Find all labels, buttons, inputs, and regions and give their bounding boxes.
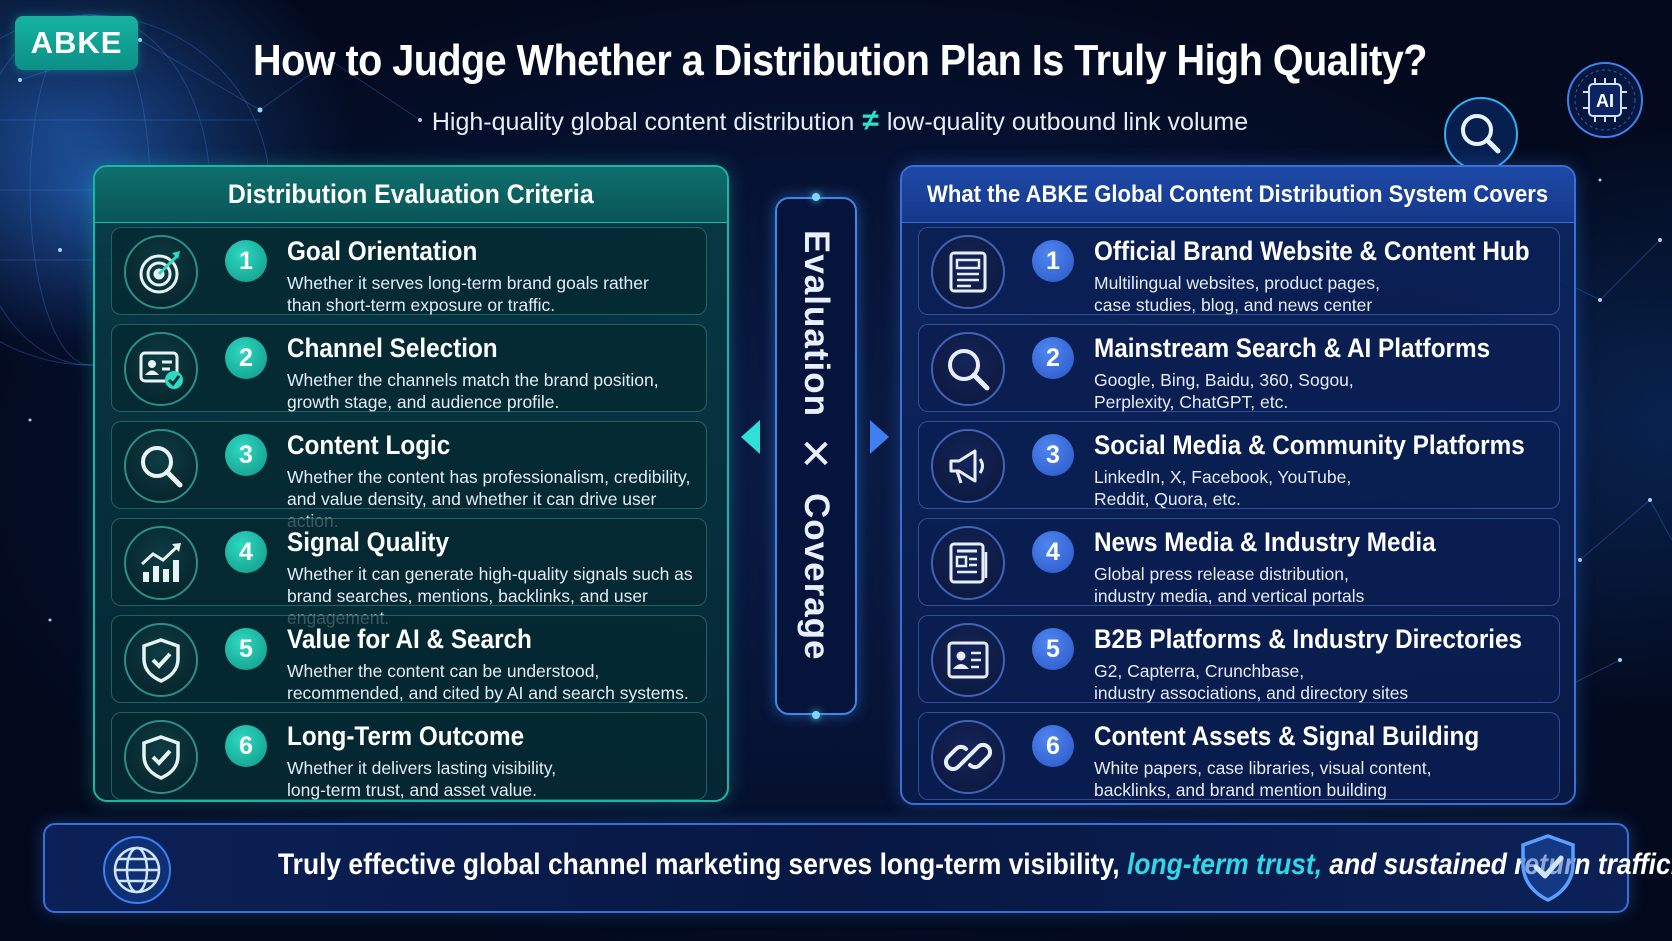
coverage-title: B2B Platforms & Industry Directories [1094,624,1523,654]
search-icon [931,332,1005,406]
page-title: How to Judge Whether a Distribution Plan… [253,36,1427,85]
cross-icon: ✕ [799,432,833,477]
connector-dot-top [812,193,820,201]
criteria-item-long-term-outcome: 6 Long-Term Outcome Whether it delivers … [111,712,707,800]
connector-label: Evaluation ✕ Coverage [786,230,846,690]
document-icon [931,235,1005,309]
evaluation-coverage-connector [775,197,857,715]
profile-card-icon [124,332,198,406]
link-icon [931,720,1005,794]
shield-check-icon [124,720,198,794]
page-subtitle: High-quality global content distribution… [200,104,1480,138]
coverage-item-search-ai-platforms: 2 Mainstream Search & AI Platforms Googl… [918,324,1560,412]
subtitle-right: low-quality outbound link volume [886,108,1249,136]
criteria-description: Whether it serves long-term brand goals … [287,273,649,315]
coverage-title: Mainstream Search & AI Platforms [1094,333,1491,363]
arrow-right-icon [870,420,889,454]
search-badge-icon [1444,97,1518,171]
id-card-icon [931,623,1005,697]
magnifier-icon [124,429,198,503]
coverage-number: 1 [1032,240,1074,282]
coverage-number: 6 [1032,725,1074,767]
coverage-item-news-media: 4 News Media & Industry Media Global pre… [918,518,1560,606]
coverage-title: Content Assets & Signal Building [1094,721,1480,751]
criteria-description: Whether the channels match the brand pos… [287,370,659,412]
coverage-item-social-media: 3 Social Media & Community Platforms Lin… [918,421,1560,509]
arrow-left-icon [741,420,760,454]
ai-chip-icon: AI [1567,62,1643,138]
shield-check-icon [1521,834,1575,902]
evaluation-label: Evaluation [797,230,836,417]
ai-label: AI [1596,91,1614,111]
coverage-item-b2b-directories: 5 B2B Platforms & Industry Directories G… [918,615,1560,703]
growth-chart-icon [124,526,198,600]
coverage-description: Multilingual websites, product pages,cas… [1094,273,1380,315]
coverage-title: Social Media & Community Platforms [1094,430,1525,460]
criteria-title: Value for AI & Search [287,624,532,654]
criteria-number: 6 [225,725,267,767]
coverage-title: News Media & Industry Media [1094,527,1436,557]
coverage-title: Official Brand Website & Content Hub [1094,236,1530,266]
brand-logo: ABKE [15,16,138,70]
criteria-item-channel-selection: 2 Channel Selection Whether the channels… [111,324,707,412]
criteria-description: Whether it delivers lasting visibility,l… [287,758,557,800]
criteria-title: Goal Orientation [287,236,478,266]
coverage-description: Global press release distribution,indust… [1094,564,1365,606]
criteria-number: 2 [225,337,267,379]
shield-check-icon [124,623,198,697]
criteria-number: 3 [225,434,267,476]
coverage-list: 1 Official Brand Website & Content Hub M… [918,227,1560,809]
conclusion-text: Truly effective global channel marketing… [278,848,1672,881]
criteria-title: Long-Term Outcome [287,721,525,751]
subtitle-left: High-quality global content distribution [431,108,855,136]
right-panel-heading: What the ABKE Global Content Distributio… [902,167,1574,223]
coverage-number: 4 [1032,531,1074,573]
coverage-description: G2, Capterra, Crunchbase,industry associ… [1094,661,1409,703]
criteria-title: Channel Selection [287,333,498,363]
criteria-number: 1 [225,240,267,282]
target-icon [124,235,198,309]
conclusion-highlight: long-term trust, [1126,848,1323,881]
globe-icon [103,836,171,904]
distribution-coverage-panel: What the ABKE Global Content Distributio… [900,165,1576,805]
conclusion-banner [43,823,1629,913]
coverage-description: LinkedIn, X, Facebook, YouTube,Reddit, Q… [1094,467,1352,509]
criteria-number: 5 [225,628,267,670]
not-equal-symbol: ≠ [862,104,879,137]
criteria-list: 1 Goal Orientation Whether it serves lon… [111,227,707,809]
coverage-number: 5 [1032,628,1074,670]
criteria-item-goal-orientation: 1 Goal Orientation Whether it serves lon… [111,227,707,315]
coverage-number: 3 [1032,434,1074,476]
criteria-title: Content Logic [287,430,451,460]
newspaper-icon [931,526,1005,600]
criteria-number: 4 [225,531,267,573]
left-panel-heading: Distribution Evaluation Criteria [95,167,727,223]
criteria-item-signal-quality: 4 Signal Quality Whether it can generate… [111,518,707,628]
criteria-description: Whether the content has professionalism,… [287,467,691,531]
criteria-item-value-for-ai: 5 Value for AI & Search Whether the cont… [111,615,707,703]
criteria-description: Whether the content can be understood,re… [287,661,689,703]
coverage-description: Google, Bing, Baidu, 360, Sogou,Perplexi… [1094,370,1354,412]
megaphone-icon [931,429,1005,503]
criteria-title: Signal Quality [287,527,450,557]
coverage-description: White papers, case libraries, visual con… [1094,758,1432,800]
evaluation-criteria-panel: Distribution Evaluation Criteria 1 Goal … [93,165,729,802]
coverage-item-official-website: 1 Official Brand Website & Content Hub M… [918,227,1560,315]
coverage-item-content-assets: 6 Content Assets & Signal Building White… [918,712,1560,800]
coverage-number: 2 [1032,337,1074,379]
criteria-item-content-logic: 3 Content Logic Whether the content has … [111,421,707,531]
connector-dot-bottom [812,711,820,719]
coverage-label: Coverage [797,492,836,661]
